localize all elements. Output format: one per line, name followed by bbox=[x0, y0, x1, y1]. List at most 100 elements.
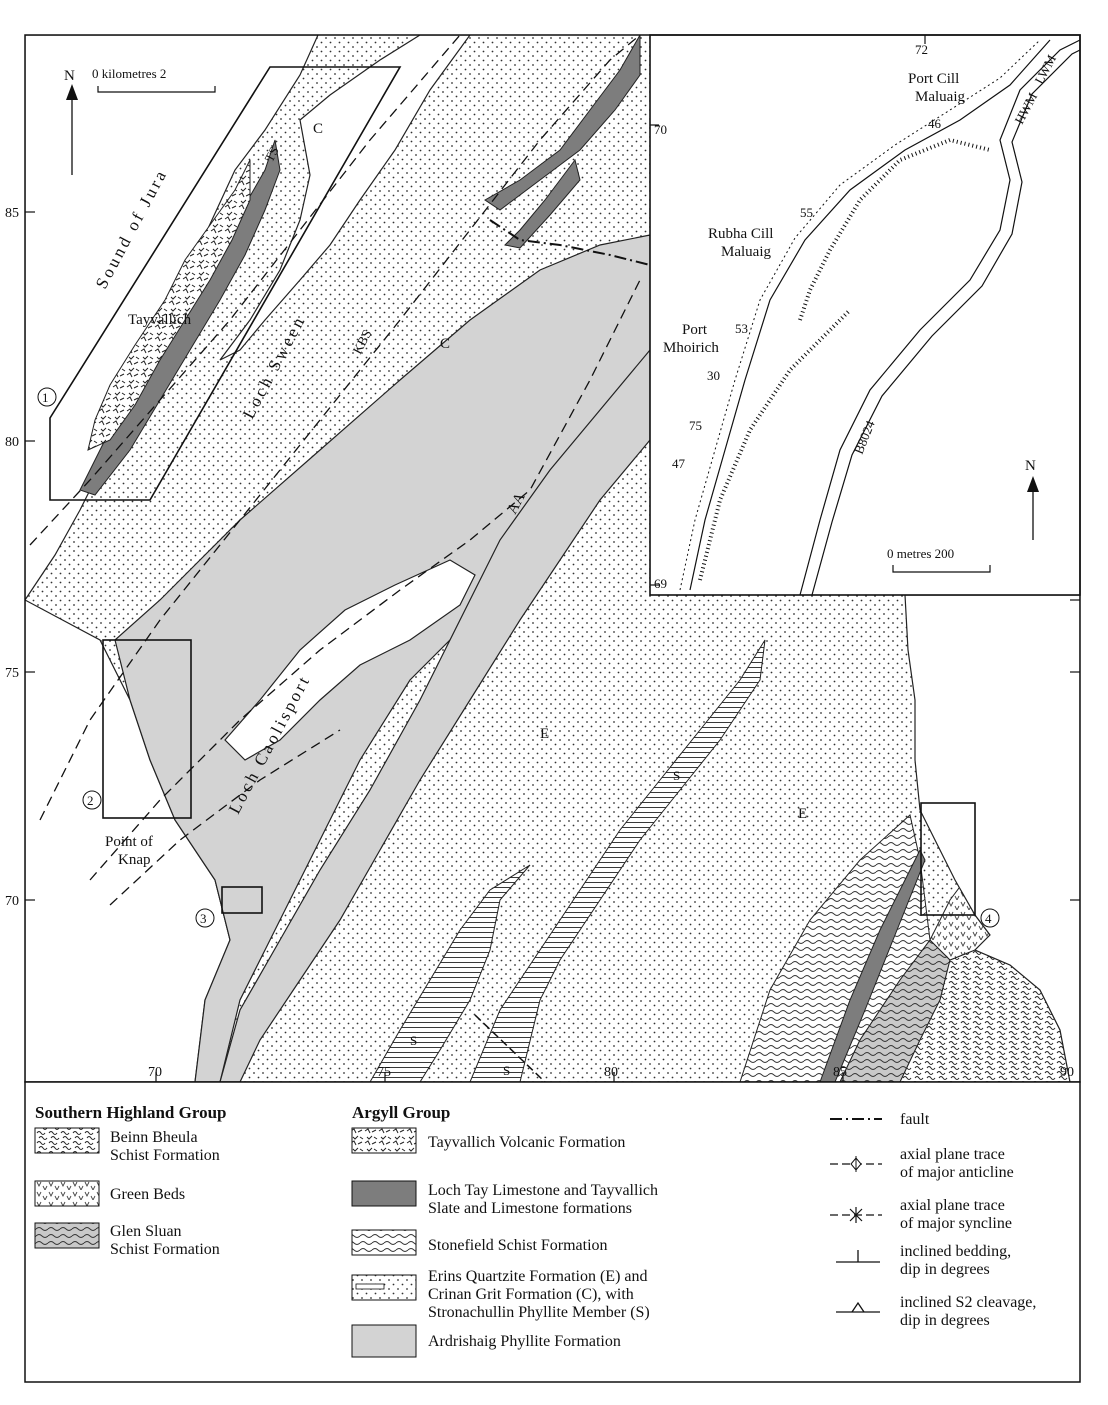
code-ts: TS bbox=[261, 144, 281, 164]
grid-bottom-75: 75 bbox=[377, 1065, 391, 1080]
legend-syncline-2: of major syncline bbox=[900, 1215, 1012, 1232]
inset-grid-left-70: 70 bbox=[654, 122, 667, 137]
swatch-tayvallich-volcanic bbox=[351, 1127, 417, 1154]
code-c-south: C bbox=[440, 336, 450, 352]
inset-hwm-line bbox=[689, 39, 1051, 591]
legend-erins-1: Erins Quartzite Formation (E) and bbox=[428, 1268, 648, 1285]
svg-text:3: 3 bbox=[200, 911, 207, 926]
limestone-band-se bbox=[819, 848, 926, 1082]
grid-left-75: 75 bbox=[5, 666, 19, 681]
inset-dip-30: 30 bbox=[707, 368, 720, 383]
anticline-trace-caolisport bbox=[109, 729, 341, 906]
inset-frame bbox=[649, 34, 1081, 596]
legend-bedding-1: inclined bedding, bbox=[900, 1243, 1011, 1260]
legend-glen-sluan-2: Schist Formation bbox=[110, 1241, 220, 1258]
grid-labels: 85 80 75 70 70 75 80 85 90 bbox=[5, 206, 1074, 1080]
east-blank bbox=[904, 594, 1080, 1082]
legend-ardrishaig: Ardrishaig Phyllite Formation bbox=[428, 1333, 621, 1350]
swatch-loch-tay-limestone bbox=[351, 1180, 417, 1207]
syncline-trace-1 bbox=[29, 35, 461, 546]
grid-left-85: 85 bbox=[5, 206, 19, 221]
study-box-2 bbox=[102, 639, 192, 819]
legend-symbols: fault axial plane trace of major anticli… bbox=[830, 1111, 1036, 1329]
anticline-trace-kbs bbox=[39, 35, 641, 821]
inset-scale-bar: 0 metres 200 bbox=[887, 546, 991, 573]
legend-erins-3: Stronachullin Phyllite Member (S) bbox=[428, 1304, 650, 1321]
swatch-stronachullin bbox=[355, 1283, 385, 1290]
inset-port-cill: Port Cill bbox=[908, 71, 959, 87]
svg-text:4: 4 bbox=[985, 911, 992, 926]
fault-line-south bbox=[474, 1014, 546, 1082]
legend-beinn-bheula-2: Schist Formation bbox=[110, 1147, 220, 1164]
inset-north-label: N bbox=[1025, 458, 1036, 474]
inset-dip-75: 75 bbox=[689, 418, 702, 433]
main-scale-bar: 0 kilometres 2 bbox=[92, 66, 216, 93]
swatch-ardrishaig bbox=[351, 1324, 417, 1358]
svg-text:1: 1 bbox=[42, 390, 49, 405]
legend-fault: fault bbox=[900, 1111, 930, 1128]
legend-erins-2: Crinan Grit Formation (C), with bbox=[428, 1286, 634, 1303]
legend-argyll-group: Argyll Group Tayvallich Volcanic Formati… bbox=[351, 1103, 658, 1358]
legend-loch-tay-2: Slate and Limestone formations bbox=[428, 1200, 632, 1217]
stronachullin-band-west bbox=[369, 864, 531, 1082]
legend-southern-group: Southern Highland Group Beinn Bheula Sch… bbox=[34, 1103, 226, 1258]
box-number-2: 2 bbox=[82, 790, 102, 810]
inset-lwm-line bbox=[679, 39, 1041, 591]
inset-port-cill-maluaig: Maluaig bbox=[915, 89, 965, 105]
ardrishaig-phyllite-south bbox=[219, 348, 651, 1082]
fault-line bbox=[489, 219, 651, 266]
label-tayvallich: Tayvallich bbox=[128, 312, 192, 328]
inset-grid-left-69: 69 bbox=[654, 576, 667, 591]
swatch-green-beds bbox=[34, 1180, 100, 1207]
code-s-south: S bbox=[503, 1063, 510, 1078]
study-box-3 bbox=[221, 886, 263, 914]
main-north-arrow: N bbox=[64, 68, 78, 175]
swatch-stonefield-schist bbox=[351, 1229, 417, 1256]
inset-rubha-cill: Rubha Cill bbox=[708, 226, 773, 242]
code-e-east: E bbox=[798, 806, 807, 822]
legend-green-beds: Green Beds bbox=[110, 1186, 185, 1203]
legend-loch-tay-1: Loch Tay Limestone and Tayvallich bbox=[428, 1182, 658, 1199]
legend-anticline-2: of major anticline bbox=[900, 1164, 1014, 1181]
box-number-3: 3 bbox=[195, 908, 215, 928]
legend-stonefield: Stonefield Schist Formation bbox=[428, 1237, 608, 1254]
legend-southern-heading: Southern Highland Group bbox=[35, 1103, 226, 1122]
tayvallich-volcanics bbox=[87, 159, 251, 451]
code-c-north: C bbox=[313, 121, 323, 137]
loch-caolisport bbox=[224, 559, 476, 761]
inset-dip-53: 53 bbox=[735, 321, 748, 336]
map-area bbox=[25, 35, 1080, 1082]
stronachullin-band-east bbox=[469, 639, 766, 1082]
box-number-4: 4 bbox=[980, 908, 1000, 928]
grid-left-70: 70 bbox=[5, 894, 19, 909]
study-box-4 bbox=[920, 802, 976, 916]
swatch-glen-sluan bbox=[34, 1222, 100, 1249]
study-box-1 bbox=[49, 66, 402, 501]
inset-grid-top-72: 72 bbox=[915, 42, 928, 57]
limestone-band-ne bbox=[484, 35, 641, 211]
legend-syncline-1: axial plane trace bbox=[900, 1197, 1005, 1214]
legend-anticline-1: axial plane trace bbox=[900, 1146, 1005, 1163]
inset-road-edge-1 bbox=[799, 39, 1081, 596]
label-point-of: Point of bbox=[105, 834, 153, 850]
main-north-label: N bbox=[64, 68, 75, 84]
inset-dip-46: 46 bbox=[928, 116, 942, 131]
grid-ticks bbox=[25, 211, 1080, 1082]
symbol-anticline bbox=[830, 1156, 882, 1172]
legend-beinn-bheula-1: Beinn Bheula bbox=[110, 1129, 198, 1146]
code-s-west: S bbox=[410, 1033, 417, 1048]
legend-tayvallich-volcanic: Tayvallich Volcanic Formation bbox=[428, 1134, 625, 1151]
inset-mhoirich: Mhoirich bbox=[663, 340, 719, 356]
limestone-band-ne-2 bbox=[503, 158, 581, 249]
legend-cleavage-2: dip in degrees bbox=[900, 1312, 990, 1329]
inset-road-edge-2 bbox=[811, 49, 1081, 596]
symbol-syncline bbox=[830, 1207, 882, 1223]
anticline-trace-aa bbox=[89, 279, 641, 881]
inset-background bbox=[650, 35, 1080, 595]
label-knap: Knap bbox=[118, 852, 151, 868]
legend-argyll-heading: Argyll Group bbox=[352, 1103, 450, 1122]
legend-glen-sluan-1: Glen Sluan bbox=[110, 1223, 182, 1240]
box-number-1: 1 bbox=[37, 387, 57, 407]
